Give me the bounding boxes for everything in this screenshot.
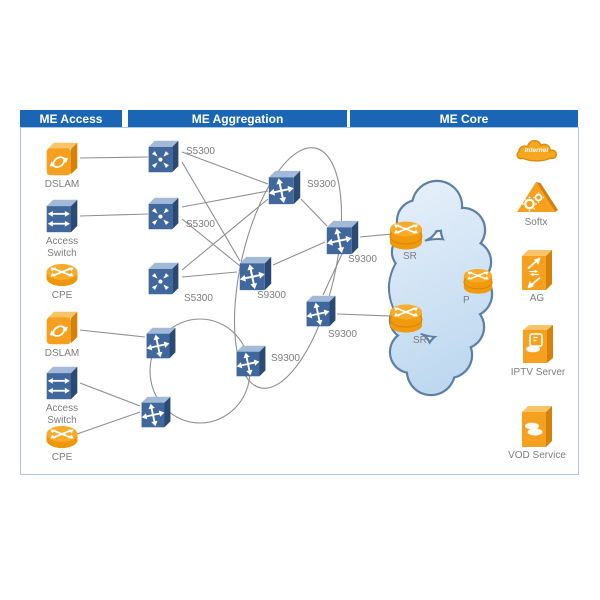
s9300-switch-icon (139, 395, 173, 429)
diagram-frame (20, 127, 579, 475)
access-switch-icon (44, 197, 80, 235)
node-ring-switch-lower (139, 395, 173, 429)
node-label: DSLAM (44, 179, 80, 190)
node-label: S9300 (307, 179, 336, 190)
node-label: P (463, 295, 470, 306)
node-vod-service (519, 404, 555, 448)
access-switch-icon (44, 364, 80, 402)
dslam-icon (44, 309, 80, 347)
node-s5300-1 (146, 139, 181, 174)
node-access-switch-1 (44, 197, 80, 235)
s5300-switch-icon (146, 196, 181, 231)
node-dslam-2 (44, 309, 80, 347)
node-s9300-lower (234, 344, 268, 378)
link-s9300-top-s9300-right (300, 198, 328, 227)
dslam-icon (44, 140, 80, 178)
node-cpe-1 (44, 261, 80, 287)
node-label: S9300 (257, 290, 286, 301)
node-access-switch-2 (44, 364, 80, 402)
link-s5300-1-s9300-mid (181, 161, 241, 262)
node-label: SR (413, 335, 427, 346)
ring-aggregation (233, 147, 343, 389)
node-label: DSLAM (44, 348, 80, 359)
link-dslam1-s5300-1 (79, 156, 149, 159)
sr-router-icon (387, 300, 425, 334)
node-label: VOD Service (508, 450, 566, 461)
node-label: Access Switch (45, 403, 79, 426)
node-label: S5300 (186, 146, 215, 157)
node-label: S9300 (271, 353, 300, 364)
node-label: AG (529, 293, 545, 304)
link-s5300-1-s9300-top (181, 151, 269, 185)
node-label: S9300 (328, 329, 357, 340)
node-softx (514, 177, 558, 217)
node-ring-switch-upper (144, 326, 178, 360)
node-label: CPE (51, 452, 73, 463)
link-cpe2-ring-switch-lower (76, 411, 141, 435)
node-label: S5300 (186, 219, 215, 230)
link-s9300-right-s9300-bottom (322, 253, 343, 296)
node-iptv-server (520, 323, 556, 365)
node-dslam-1 (44, 140, 80, 178)
link-s5300-2-s9300-top (181, 190, 269, 208)
link-s9300-bottom-sr-bottom (336, 313, 391, 317)
node-s5300-3 (146, 261, 181, 296)
node-sr-top (387, 217, 425, 251)
s9300-switch-icon (304, 294, 338, 328)
s5300-switch-icon (146, 261, 181, 296)
cpe-icon (44, 423, 80, 449)
link-accsw1-s5300-2 (79, 213, 149, 217)
node-label: IPTV Server (510, 367, 566, 378)
node-label: S5300 (184, 293, 213, 304)
internet-label: Internet (524, 147, 549, 154)
node-label: CPE (51, 290, 73, 301)
s9300-switch-icon (234, 344, 268, 378)
ag-icon (520, 248, 554, 292)
link-s9300-mid-s9300-right (272, 241, 326, 266)
node-s9300-top (266, 169, 303, 206)
node-label: Access Switch (45, 236, 79, 259)
s5300-switch-icon (146, 139, 181, 174)
link-s5300-3-s9300-top (181, 198, 269, 271)
node-sr-bottom (387, 300, 425, 334)
header-me-access: ME Access (20, 110, 122, 128)
node-label: Softx (524, 217, 548, 228)
link-s9300-right-sr-top (359, 233, 393, 238)
link-s5300-3-s9300-mid (181, 271, 238, 278)
cpe-icon (44, 261, 80, 287)
node-label: S9300 (348, 254, 377, 265)
node-s5300-2 (146, 196, 181, 231)
link-accsw2-ring-switch-lower (79, 382, 141, 407)
node-s9300-right (324, 219, 361, 256)
header-me-core: ME Core (350, 110, 578, 128)
s9300-switch-icon (266, 169, 303, 206)
node-label: SR (403, 251, 417, 262)
s9300-switch-icon (144, 326, 178, 360)
p-router-icon (461, 265, 495, 295)
node-cpe-2 (44, 423, 80, 449)
sr-router-icon (387, 217, 425, 251)
header-me-aggregation: ME Aggregation (128, 110, 347, 128)
iptv-server-icon (520, 323, 556, 365)
node-s9300-mid (237, 255, 274, 292)
node-ag (520, 248, 554, 292)
vod-service-icon (519, 404, 555, 448)
link-s5300-2-s9300-mid (181, 218, 241, 267)
node-s9300-bottom (304, 294, 338, 328)
s9300-switch-icon (324, 219, 361, 256)
s9300-switch-icon (237, 255, 274, 292)
link-dslam2-ring-switch-upper (79, 329, 146, 338)
softx-icon (514, 177, 558, 217)
node-p-router (461, 265, 495, 295)
